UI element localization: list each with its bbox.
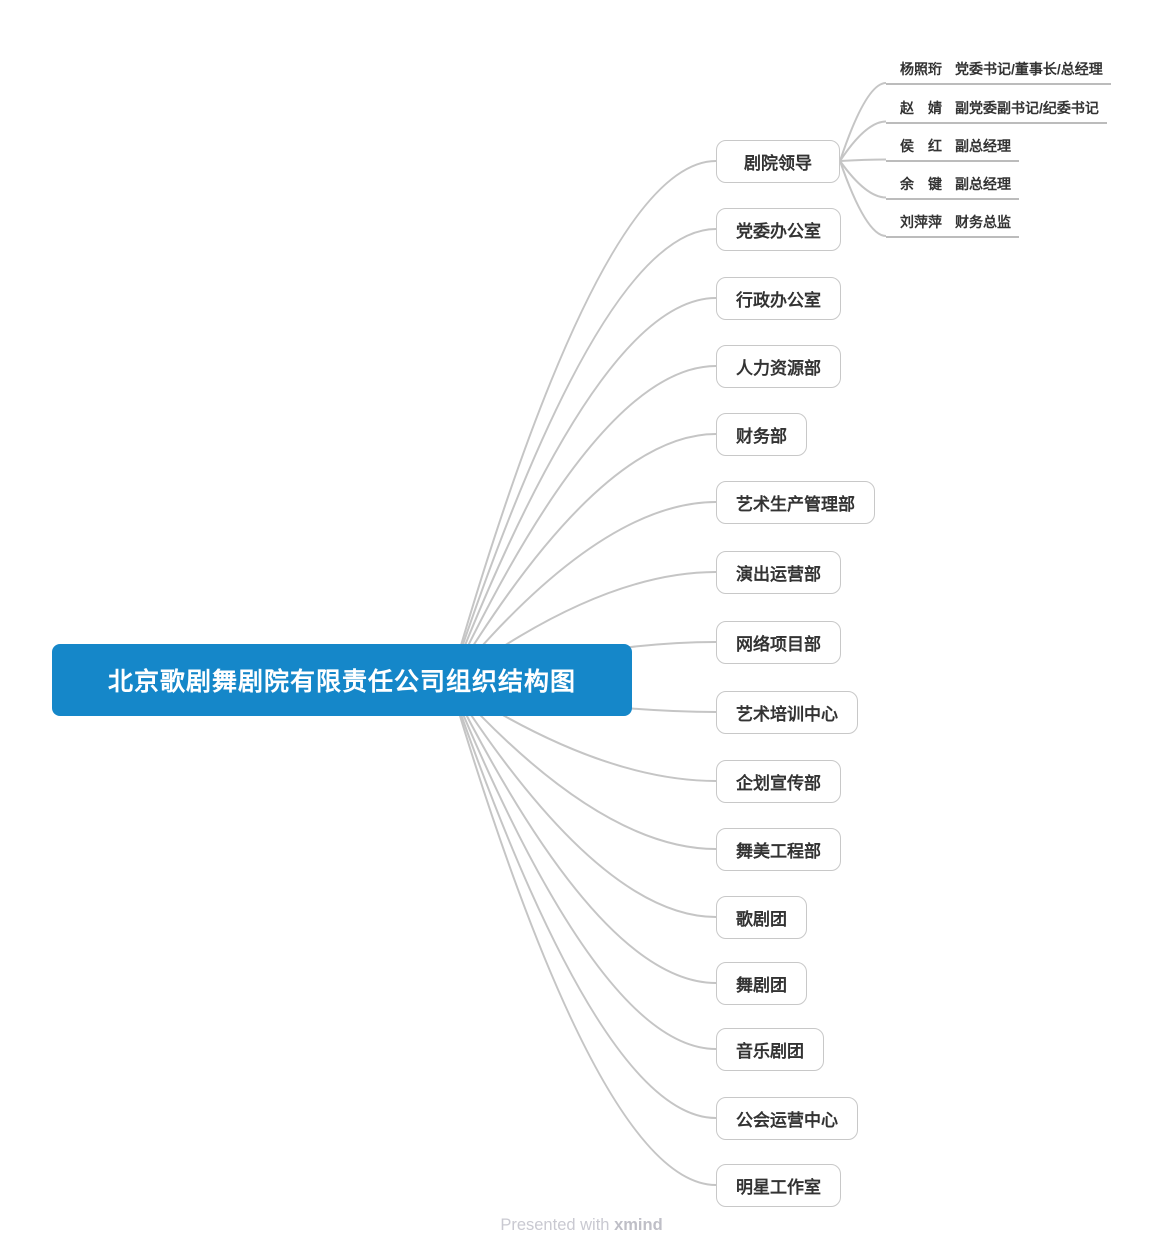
connector-path	[449, 228, 717, 684]
connector-path	[839, 160, 887, 237]
leader-name: 杨照珩	[900, 61, 942, 77]
branch-topic[interactable]: 人力资源部	[716, 344, 841, 388]
connector-path	[449, 297, 717, 684]
branch-topic-label: 舞剧团	[736, 975, 787, 995]
connector-path	[449, 682, 717, 850]
branch-topic-label: 舞美工程部	[736, 841, 821, 861]
branch-topic[interactable]: 企划宣传部	[716, 759, 841, 803]
connector-path	[449, 160, 717, 684]
connector-path	[449, 682, 717, 918]
branch-topic[interactable]: 公会运营中心	[716, 1096, 858, 1140]
connector-path	[839, 160, 887, 199]
leader-role: 党委书记/董事长/总经理	[955, 61, 1103, 77]
connector-path	[449, 682, 717, 1119]
branch-topic-label: 歌剧团	[736, 909, 787, 929]
leader-name: 侯 红	[900, 137, 942, 154]
leader-item[interactable]: 侯 红副总经理	[886, 134, 1019, 162]
connector-path	[839, 120, 887, 162]
branch-topic[interactable]: 艺术培训中心	[716, 690, 858, 734]
leader-role: 财务总监	[955, 214, 1011, 230]
connector-path	[449, 501, 717, 684]
branch-topic[interactable]: 演出运营部	[716, 550, 841, 594]
branch-topic-label: 人力资源部	[736, 358, 821, 378]
branch-topic[interactable]: 舞美工程部	[716, 827, 841, 871]
branch-topic-label: 剧院领导	[744, 153, 812, 173]
leader-name: 刘萍萍	[900, 214, 942, 230]
branch-topic-label: 财务部	[736, 426, 787, 446]
branch-topic-label: 公会运营中心	[736, 1110, 838, 1130]
connector-path	[839, 158, 887, 162]
leader-item[interactable]: 余 键副总经理	[886, 172, 1019, 200]
leader-name: 余 键	[900, 175, 942, 192]
root-topic-label: 北京歌剧舞剧院有限责任公司组织结构图	[107, 668, 576, 696]
branch-topic-label: 行政办公室	[736, 290, 821, 310]
leader-item[interactable]: 赵 婧副党委副书记/纪委书记	[886, 96, 1107, 124]
root-topic[interactable]: 北京歌剧舞剧院有限责任公司组织结构图	[52, 644, 632, 716]
leader-name: 赵 婧	[900, 99, 942, 116]
branch-topic[interactable]: 党委办公室	[716, 207, 841, 251]
leader-item[interactable]: 杨照珩党委书记/董事长/总经理	[886, 57, 1111, 85]
xmind-watermark: Presented with xmind	[0, 1216, 1163, 1235]
branch-topic[interactable]: 音乐剧团	[716, 1027, 824, 1071]
connector-path	[449, 365, 717, 684]
connector-path	[839, 82, 887, 162]
branch-topic-label: 企划宣传部	[736, 773, 821, 793]
branch-topic-label: 艺术生产管理部	[736, 494, 855, 514]
leader-role: 副总经理	[955, 137, 1011, 154]
leader-role: 副总经理	[955, 175, 1011, 192]
branch-topic[interactable]: 网络项目部	[716, 620, 841, 664]
branch-topic[interactable]: 剧院领导	[716, 139, 840, 183]
connector-path	[449, 433, 717, 684]
watermark-prefix: Presented with	[500, 1216, 615, 1234]
branch-topic[interactable]: 行政办公室	[716, 276, 841, 320]
branch-topic-label: 演出运营部	[736, 564, 821, 584]
branch-topic-label: 艺术培训中心	[736, 704, 838, 724]
watermark-brand: xmind	[614, 1216, 663, 1234]
connector-path	[449, 682, 717, 1186]
connector-path	[449, 682, 717, 984]
branch-topic[interactable]: 财务部	[716, 412, 807, 456]
branch-topic[interactable]: 艺术生产管理部	[716, 480, 875, 524]
branch-topic-label: 明星工作室	[736, 1177, 821, 1197]
leader-item[interactable]: 刘萍萍财务总监	[886, 210, 1019, 238]
branch-topic-label: 党委办公室	[736, 221, 821, 241]
branch-topic[interactable]: 歌剧团	[716, 895, 807, 939]
branch-topic[interactable]: 明星工作室	[716, 1163, 841, 1207]
branch-topic[interactable]: 舞剧团	[716, 961, 807, 1005]
leader-role: 副党委副书记/纪委书记	[955, 99, 1099, 116]
connector-path	[449, 682, 717, 1050]
branch-topic-label: 音乐剧团	[736, 1041, 804, 1061]
branch-topic-label: 网络项目部	[736, 634, 821, 654]
